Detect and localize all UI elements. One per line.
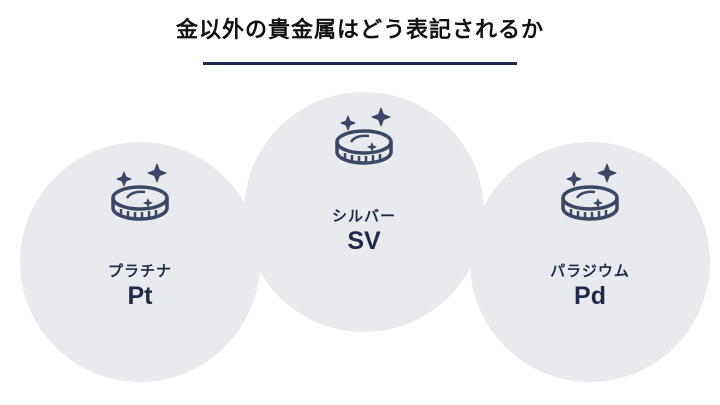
metal-card-silver: シルバー SV — [244, 92, 484, 332]
metal-card-palladium: パラジウム Pd — [470, 142, 710, 382]
metal-symbol: SV — [347, 227, 381, 255]
coin-sparkle-icon — [561, 162, 619, 222]
page-title: 金以外の貴金属はどう表記されるか — [175, 18, 544, 43]
metal-symbol: Pt — [127, 282, 153, 310]
coin-sparkle-icon — [335, 106, 393, 166]
metal-name: プラチナ — [107, 262, 172, 280]
metal-card-platinum: プラチナ Pt — [20, 142, 260, 382]
metal-name: シルバー — [331, 207, 396, 225]
title-underline — [203, 62, 517, 65]
coin-sparkle-icon — [111, 162, 169, 222]
metal-name: パラジウム — [550, 262, 630, 280]
metal-symbol: Pd — [574, 282, 606, 310]
